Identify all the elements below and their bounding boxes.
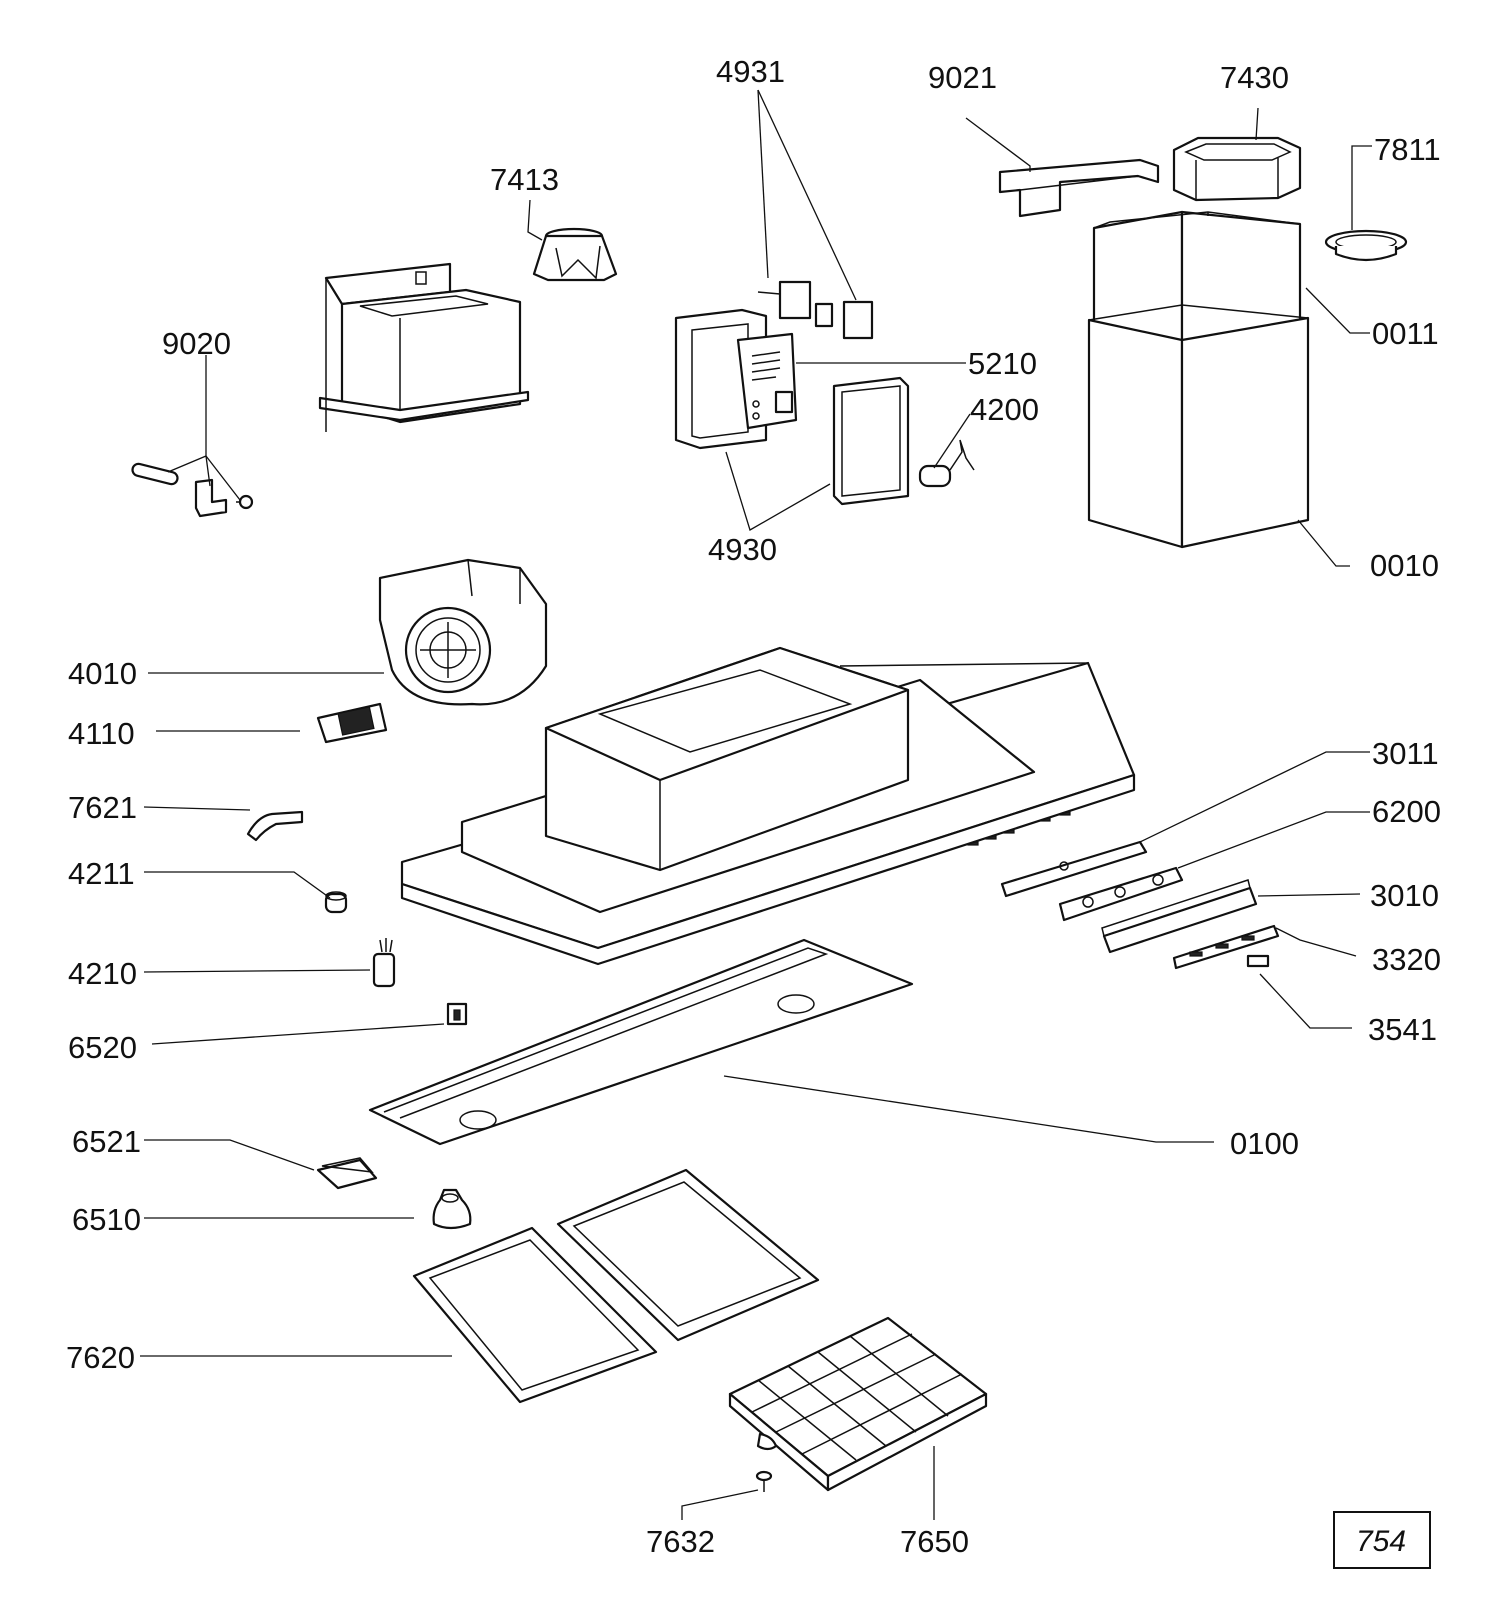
- control-bar-3010: [1101, 879, 1258, 954]
- label-9021: 9021: [928, 60, 997, 95]
- label-4211: 4211: [68, 856, 135, 891]
- label-0010: 0010: [1370, 548, 1439, 583]
- label-6510: 6510: [72, 1202, 141, 1237]
- label-0011: 0011: [1372, 316, 1439, 351]
- switch-bar-3011: [1000, 840, 1148, 898]
- capacitor-4200: [918, 439, 975, 488]
- screw-7632: [755, 1470, 773, 1492]
- label-9020: 9020: [162, 326, 231, 361]
- cover-4930: [832, 376, 910, 506]
- label-4931: 4931: [716, 54, 785, 89]
- duct-connector-7430: [1172, 136, 1302, 202]
- carbon-filter-7650: [728, 1316, 988, 1492]
- grease-filter-7620-a: [412, 1226, 658, 1404]
- grease-filter-7620-b: [556, 1168, 820, 1342]
- label-7620: 7620: [66, 1340, 135, 1375]
- bracket-7621: [246, 810, 304, 842]
- label-6521: 6521: [72, 1124, 141, 1159]
- label-7621: 7621: [68, 790, 137, 825]
- label-6520: 6520: [68, 1030, 137, 1065]
- leader-lines: [140, 89, 1372, 1520]
- chimney-upper-0011: [1092, 210, 1302, 360]
- label-4110: 4110: [68, 716, 135, 751]
- button-strip-3320: [1172, 924, 1280, 970]
- label-7650: 7650: [900, 1524, 969, 1559]
- label-7430: 7430: [1220, 60, 1289, 95]
- blower-4010: [378, 558, 548, 706]
- label-6200: 6200: [1372, 794, 1441, 829]
- hood-bottom-panel: [400, 773, 1136, 966]
- label-7632: 7632: [646, 1524, 715, 1559]
- hood-main-body: [400, 646, 1136, 950]
- lens-3541: [1246, 954, 1270, 968]
- connector-4110: [316, 702, 388, 744]
- label-4930: 4930: [708, 532, 777, 567]
- lamp-cover-6521: [316, 1157, 378, 1190]
- switches-4931: [757, 280, 874, 340]
- switch-panel-6200: [1058, 866, 1184, 922]
- cap-7413: [532, 227, 618, 282]
- fastener-set-9020: [131, 462, 254, 518]
- label-3541: 3541: [1368, 1012, 1437, 1047]
- chimney-lower-0010: [1087, 304, 1310, 549]
- clip-6520: [446, 1002, 468, 1026]
- motor-housing-box: [318, 262, 530, 432]
- filter-panel-0100: [368, 938, 914, 1146]
- label-4210: 4210: [68, 956, 137, 991]
- bracket-9021: [998, 158, 1160, 218]
- label-7811: 7811: [1374, 132, 1441, 167]
- page-number: 754: [1356, 1525, 1406, 1558]
- lamp-4210: [372, 938, 396, 988]
- label-0100: 0100: [1230, 1126, 1299, 1161]
- ring-7811: [1324, 229, 1408, 262]
- label-4010: 4010: [68, 656, 137, 691]
- label-4200: 4200: [970, 392, 1039, 427]
- label-3010: 3010: [1370, 878, 1439, 913]
- label-7413: 7413: [490, 162, 559, 197]
- label-5210: 5210: [968, 346, 1037, 381]
- page-number-box: 754: [1333, 1511, 1431, 1569]
- label-3320: 3320: [1372, 942, 1441, 977]
- circuit-board-5210: [736, 332, 798, 430]
- lamp-holder-4211: [324, 891, 348, 914]
- label-3011: 3011: [1372, 736, 1439, 771]
- bulb-6510: [432, 1188, 472, 1230]
- part-labels: 4931 9021 7430 7811 7413 9020 0011 5210 …: [66, 54, 1441, 1559]
